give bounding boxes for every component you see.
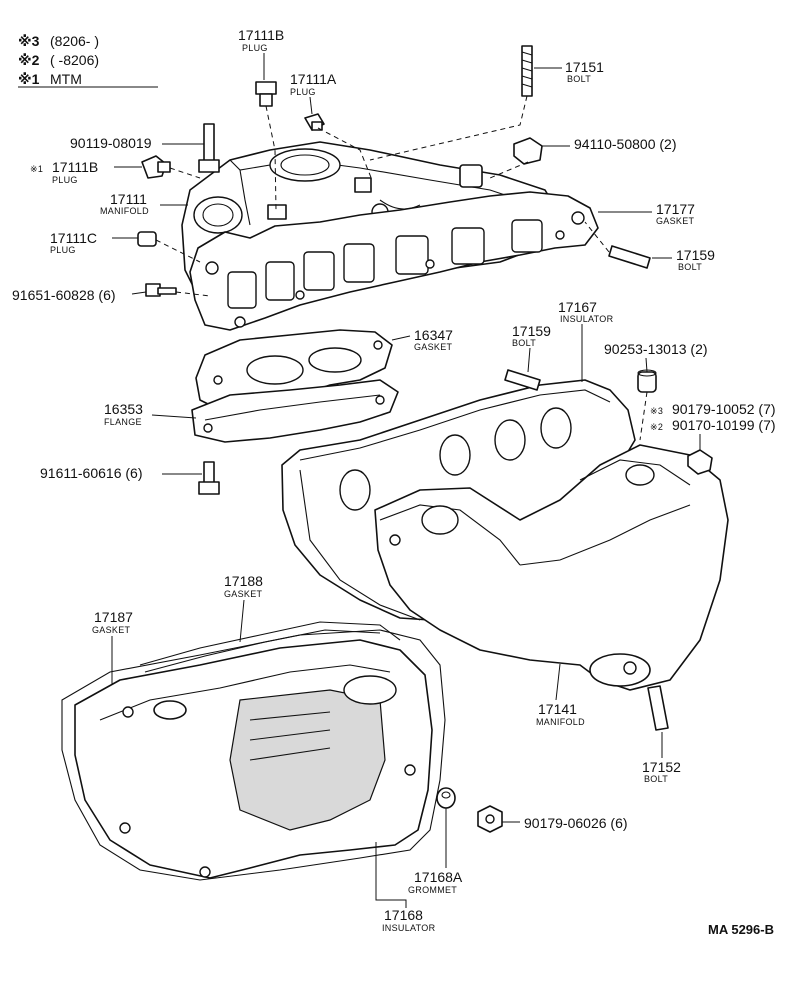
bolt-17159-mid-icon	[504, 369, 541, 391]
reference-code: MA 5296-B	[708, 922, 774, 937]
label-17111b-left-name: PLUG	[52, 175, 78, 185]
label-17111-number: 17111	[110, 191, 147, 207]
label-16347-number: 16347	[414, 327, 453, 343]
label-17188-name: GASKET	[224, 589, 263, 599]
plug-17111b-left-icon	[141, 155, 171, 179]
label-17188-number: 17188	[224, 573, 263, 589]
label-90253-number: 90253-13013 (2)	[604, 341, 708, 357]
label-17111-name: MANIFOLD	[100, 206, 149, 216]
collar-90253-icon	[637, 369, 657, 393]
label-17168a-number: 17168A	[414, 869, 463, 885]
label-17187-name: GASKET	[92, 625, 131, 635]
grommet-17168a-icon	[436, 787, 456, 809]
label-17111a-number: 17111A	[290, 71, 337, 87]
insulator-17168	[74, 639, 433, 879]
label-90179-10052-number: 90179-10052 (7)	[672, 401, 776, 417]
legend: ※3 (8206- ) ※2 ( -8206) ※1 MTM	[18, 33, 158, 88]
label-90179-10052-mark: ※3	[650, 406, 663, 416]
label-17111a-name: PLUG	[290, 87, 316, 97]
label-17168-name: INSULATOR	[382, 923, 436, 933]
nut-94110-icon	[513, 137, 543, 165]
label-17159-right-number: 17159	[676, 247, 715, 263]
nut-90179-06026-icon	[477, 805, 503, 833]
label-17151-number: 17151	[565, 59, 604, 75]
exhaust-manifold-17141	[374, 444, 729, 691]
label-17168a-name: GROMMET	[408, 885, 457, 895]
label-17187-number: 17187	[94, 609, 133, 625]
label-17141-name: MANIFOLD	[536, 717, 585, 727]
bolt-91611-icon	[198, 461, 220, 495]
label-16353-name: FLANGE	[104, 417, 142, 427]
label-16353-number: 16353	[104, 401, 143, 417]
bolt-17151-icon	[521, 45, 533, 97]
legend-text-3: (8206- )	[50, 33, 99, 49]
label-17111b-left-number: 17111B	[52, 159, 98, 175]
label-17167-number: 17167	[558, 299, 597, 315]
bolt-17159-right-icon	[608, 245, 651, 269]
label-17159-mid-number: 17159	[512, 323, 551, 339]
plug-17111b-top-icon	[255, 81, 277, 107]
flange-16353	[191, 379, 399, 443]
label-94110-number: 94110-50800 (2)	[574, 136, 676, 152]
label-17177-name: GASKET	[656, 216, 695, 226]
label-91651-number: 91651-60828 (6)	[12, 287, 116, 303]
bolt-90119-icon	[198, 123, 220, 173]
label-17152-name: BOLT	[644, 774, 668, 784]
label-91611-number: 91611-60616 (6)	[40, 465, 142, 481]
label-16347-name: GASKET	[414, 342, 453, 352]
legend-mark-1: ※1	[18, 71, 40, 87]
label-17111c-number: 17111C	[50, 230, 97, 246]
labels: 17111B PLUG 17111A PLUG 17151 BOLT 90119…	[12, 27, 776, 933]
fasteners	[137, 45, 713, 833]
bolt-91651-icon	[145, 283, 177, 297]
assembly-lines	[155, 95, 648, 441]
label-17152-number: 17152	[642, 759, 681, 775]
label-17168-number: 17168	[384, 907, 423, 923]
bolt-17152-icon	[647, 685, 669, 731]
label-90119-number: 90119-08019	[70, 135, 152, 151]
legend-mark-2: ※2	[18, 52, 40, 68]
gasket-17188	[139, 621, 401, 673]
label-17111b-left-mark: ※1	[30, 164, 43, 174]
label-17111b-top-name: PLUG	[242, 43, 268, 53]
gasket-17177	[189, 191, 599, 331]
legend-text-1: MTM	[50, 71, 82, 87]
gasket-16347	[195, 329, 393, 411]
label-17111c-name: PLUG	[50, 245, 76, 255]
label-17151-name: BOLT	[567, 74, 591, 84]
label-90179-06026-number: 90179-06026 (6)	[524, 815, 628, 831]
label-17159-mid-name: BOLT	[512, 338, 536, 348]
label-17159-right-name: BOLT	[678, 262, 702, 272]
label-17141-number: 17141	[538, 701, 577, 717]
legend-text-2: ( -8206)	[50, 52, 99, 68]
legend-mark-3: ※3	[18, 33, 40, 49]
label-17167-name: INSULATOR	[560, 314, 614, 324]
label-90170-number: 90170-10199 (7)	[672, 417, 776, 433]
label-17111b-top-number: 17111B	[238, 27, 284, 43]
label-90170-mark: ※2	[650, 422, 663, 432]
plug-17111a-icon	[304, 113, 325, 131]
plug-17111c-icon	[137, 231, 157, 247]
label-17177-number: 17177	[656, 201, 695, 217]
